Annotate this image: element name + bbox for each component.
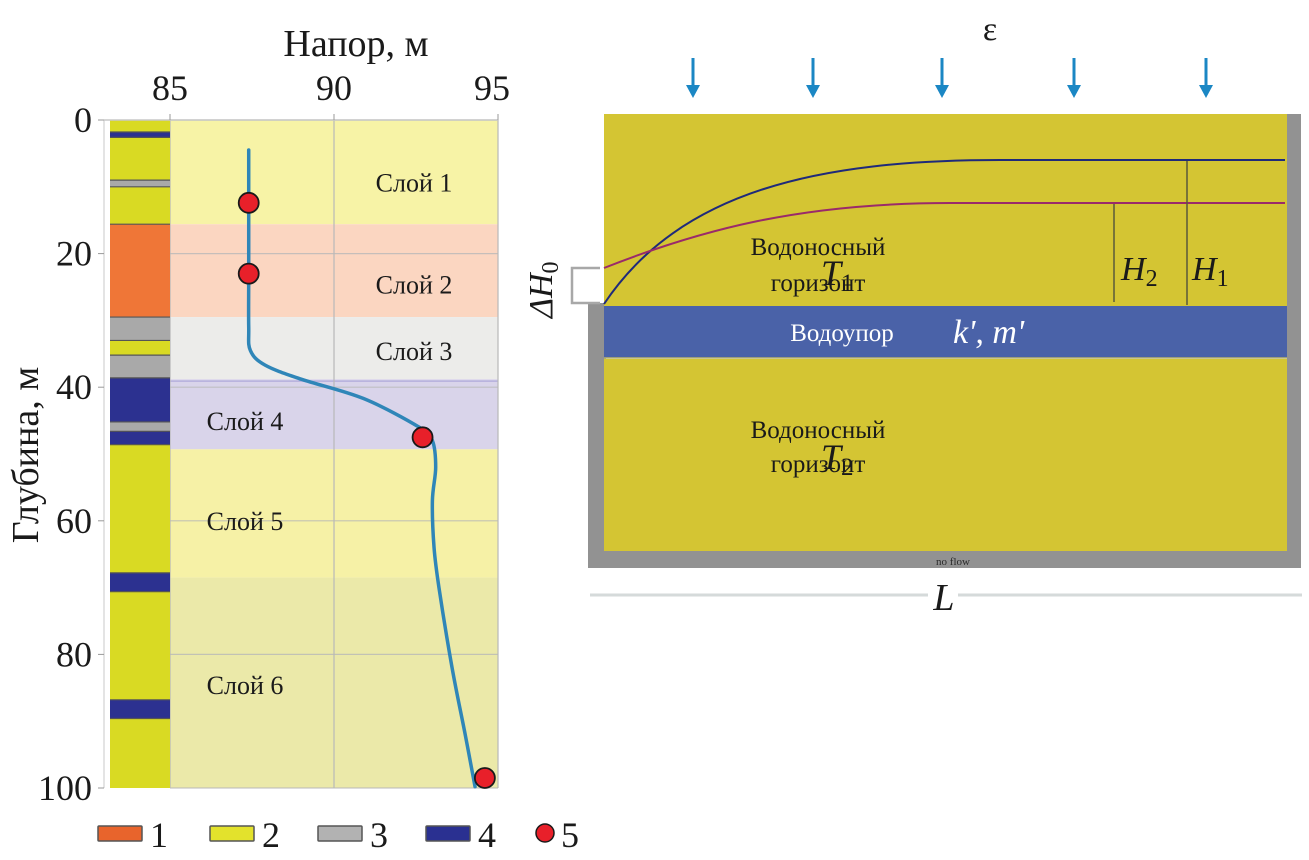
layer-labels: Слой 1 Слой 2 Слой 3 Слой 4 Слой 5 Слой 6 — [207, 168, 453, 699]
lithology-segment — [110, 340, 170, 356]
x-tick-label: 90 — [316, 68, 352, 108]
t1-subscript: 1 — [841, 270, 854, 297]
y-tick-label: 60 — [56, 501, 92, 541]
aquitard — [604, 306, 1287, 358]
x-tick-label: 95 — [474, 68, 510, 108]
recharge-arrow-head — [1067, 85, 1081, 98]
t2-symbol: T — [821, 437, 844, 477]
lithology-segment — [110, 224, 170, 318]
layer-label: Слой 2 — [376, 271, 453, 300]
observation-point — [237, 262, 260, 285]
recharge-symbol: ε — [983, 11, 997, 48]
h1-subscript: 1 — [1217, 266, 1229, 292]
h2-label: H2 — [1120, 251, 1158, 292]
lithology-column — [110, 120, 170, 788]
lithology-segment — [110, 572, 170, 592]
y-axis-title: Глубина, м — [5, 367, 47, 544]
x-axis-title: Напор, м — [283, 23, 428, 65]
lithology-segment — [110, 180, 170, 187]
legend-swatch — [317, 825, 363, 842]
y-tick-label: 100 — [38, 768, 92, 808]
y-tick-label: 0 — [74, 100, 92, 140]
legend-swatch — [209, 825, 255, 842]
legend-label: 2 — [262, 815, 280, 855]
delta-h-label: ΔH0 — [523, 261, 564, 320]
h2-subscript: 2 — [1146, 266, 1158, 292]
aquitard-params: k', m' — [953, 314, 1025, 351]
head-curve-h2 — [603, 202, 1285, 269]
lithology-segment — [110, 137, 170, 181]
t1-symbol: T — [821, 253, 844, 293]
lithology-segment — [110, 377, 170, 422]
lower-aquifer — [604, 359, 1287, 551]
y-tick-label: 20 — [56, 234, 92, 274]
lithology-segment — [110, 718, 170, 788]
lithology-segment — [110, 186, 170, 225]
recharge-arrows — [686, 58, 1213, 98]
h2-symbol: H — [1120, 251, 1148, 288]
legend-swatch — [425, 825, 471, 842]
lithology-segment — [110, 591, 170, 700]
lithology-segment — [110, 699, 170, 719]
right-boundary — [1287, 114, 1301, 568]
bottom-no-flow-boundary — [588, 551, 1301, 568]
lithology-segment — [110, 431, 170, 445]
layer-label: Слой 1 — [376, 168, 453, 197]
aquifer-schematic: ε H2 H1 Водоносный горизонт T1 Водоупор … — [523, 11, 1302, 619]
t1-label: T1 — [821, 253, 854, 297]
lithology-segment — [110, 355, 170, 378]
no-flow-label: no flow — [936, 556, 970, 568]
left-boundary — [588, 303, 606, 568]
layer-label: Слой 6 — [207, 671, 284, 700]
lithology-segment — [110, 120, 170, 133]
observation-point — [237, 191, 260, 214]
legend-marker — [535, 823, 555, 843]
length-label: L — [932, 577, 954, 619]
layer-label: Слой 5 — [207, 507, 284, 536]
delta-h-subscript: 0 — [538, 261, 564, 273]
lower-aquifer-label-line1: Водоносный — [751, 417, 886, 444]
t2-subscript: 2 — [841, 454, 854, 481]
recharge-arrow-head — [806, 85, 820, 98]
layer-label: Слой 3 — [376, 337, 453, 366]
t2-label: T2 — [821, 437, 854, 481]
upper-aquifer-label-line1: Водоносный — [751, 234, 886, 261]
lower-aquifer-label-line2: горизонт — [771, 451, 866, 478]
lithology-segment — [110, 132, 170, 138]
y-tick-label: 40 — [56, 367, 92, 407]
axes: 0 20 40 60 80 100 85 90 95 — [38, 68, 510, 808]
legend-label: 5 — [561, 815, 579, 855]
legend-label: 1 — [150, 815, 168, 855]
legend-label: 4 — [478, 815, 496, 855]
head-curve-h1 — [603, 159, 1285, 305]
delta-h-symbol: ΔH — [523, 271, 560, 320]
layer-label: Слой 4 — [207, 407, 284, 436]
y-tick-label: 80 — [56, 634, 92, 674]
x-tick-label: 85 — [152, 68, 188, 108]
observation-point — [473, 767, 496, 789]
observation-point — [411, 426, 434, 449]
lithology-segment — [110, 444, 170, 573]
h1-label: H1 — [1191, 251, 1229, 292]
legend-swatch — [97, 825, 143, 842]
recharge-arrow-head — [1199, 85, 1213, 98]
h1-symbol: H — [1191, 251, 1219, 288]
legend-label: 3 — [370, 815, 388, 855]
upper-aquifer-label-line2: горизонт — [771, 270, 866, 297]
recharge-arrow-head — [935, 85, 949, 98]
aquitard-label: Водоупор — [790, 320, 894, 347]
lithology-segment — [110, 421, 170, 432]
legend: 1 2 3 4 5 — [97, 815, 579, 855]
lithology-segment — [110, 317, 170, 341]
upper-aquifer — [604, 114, 1287, 306]
delta-h-bracket — [570, 266, 600, 305]
observation-points — [237, 191, 496, 789]
recharge-arrow-head — [686, 85, 700, 98]
